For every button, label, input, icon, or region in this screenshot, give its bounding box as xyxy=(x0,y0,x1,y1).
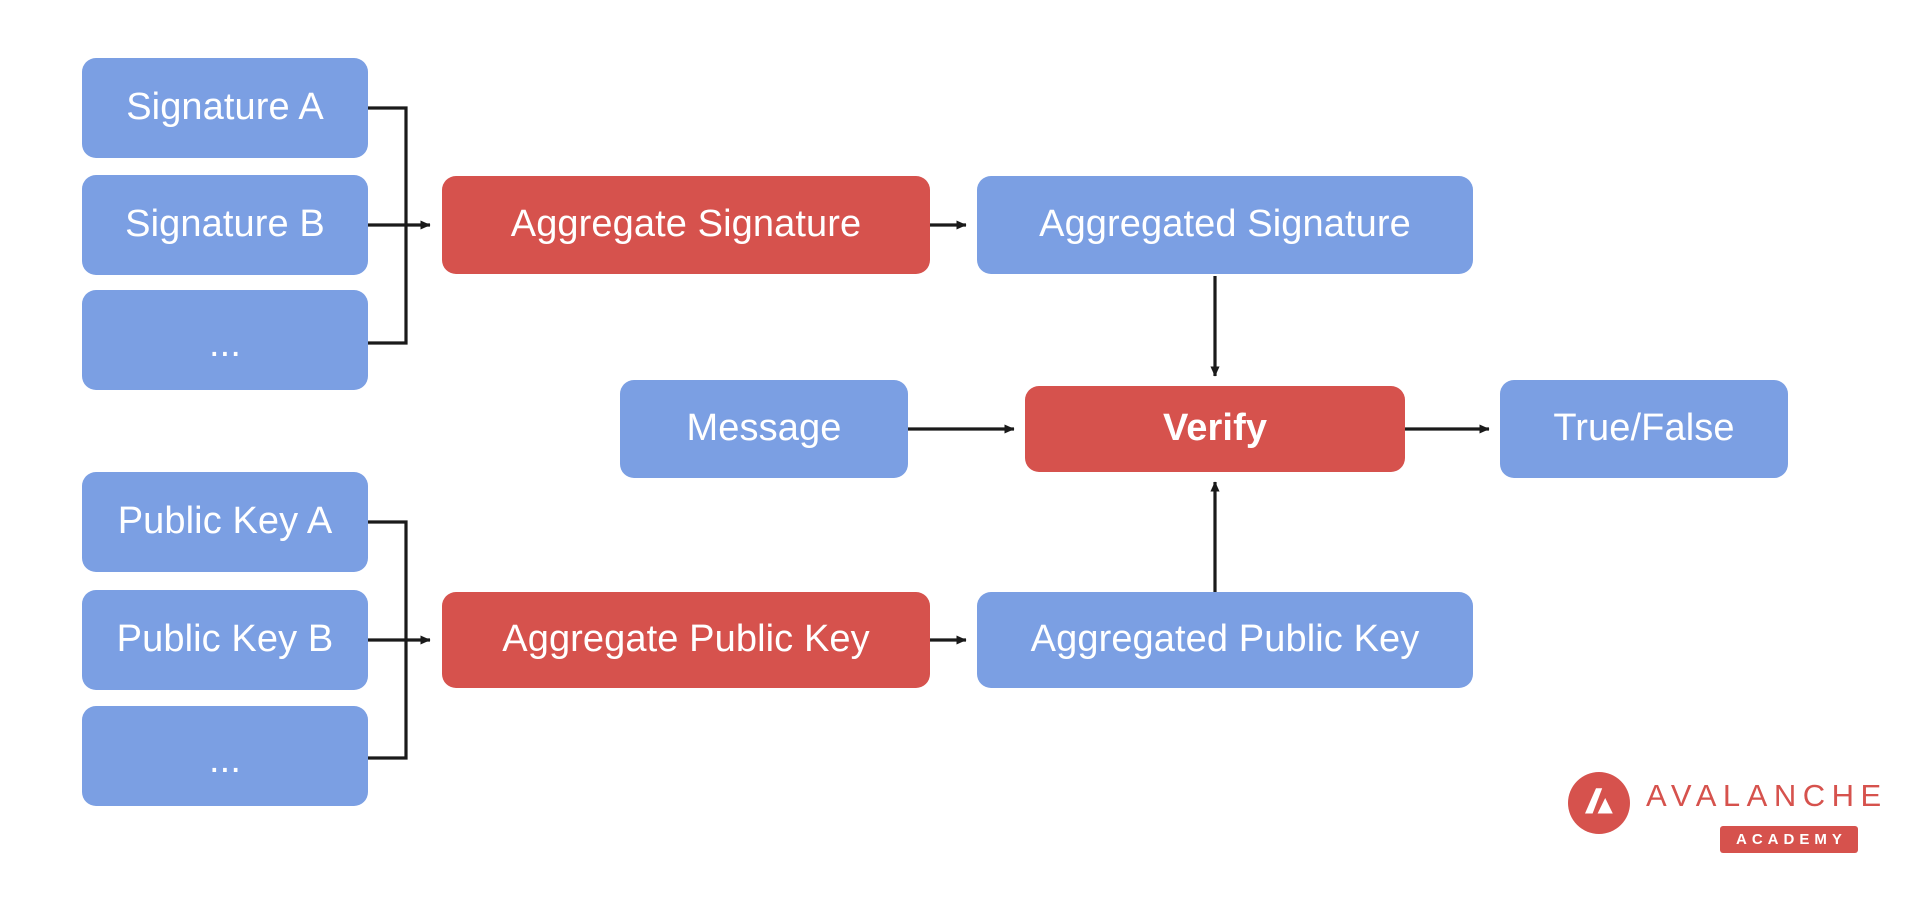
node-public-key-b[interactable]: Public Key B xyxy=(82,590,368,690)
node-aggregated-public-key[interactable]: Aggregated Public Key xyxy=(977,592,1473,688)
node-aggregate-public-key[interactable]: Aggregate Public Key xyxy=(442,592,930,688)
node-verify[interactable]: Verify xyxy=(1025,386,1405,472)
node-true-false[interactable]: True/False xyxy=(1500,380,1788,478)
node-public-key-a[interactable]: Public Key A xyxy=(82,472,368,572)
avalanche-academy-logo: AVALANCHE ACADEMY xyxy=(1568,772,1888,856)
edge-signature-more xyxy=(368,225,408,345)
node-message[interactable]: Message xyxy=(620,380,908,478)
node-signature-ellipsis[interactable]: ... xyxy=(82,290,368,390)
avalanche-wordmark: AVALANCHE xyxy=(1646,778,1888,813)
edge-public-key-a xyxy=(368,520,408,640)
edge-signature-a xyxy=(368,106,408,225)
node-signature-b[interactable]: Signature B xyxy=(82,175,368,275)
avalanche-mark-icon xyxy=(1568,772,1630,834)
node-aggregate-signature[interactable]: Aggregate Signature xyxy=(442,176,930,274)
node-public-key-ellipsis[interactable]: ... xyxy=(82,706,368,806)
node-signature-a[interactable]: Signature A xyxy=(82,58,368,158)
node-aggregated-signature[interactable]: Aggregated Signature xyxy=(977,176,1473,274)
academy-badge: ACADEMY xyxy=(1720,826,1858,853)
edge-public-key-more xyxy=(368,640,408,760)
